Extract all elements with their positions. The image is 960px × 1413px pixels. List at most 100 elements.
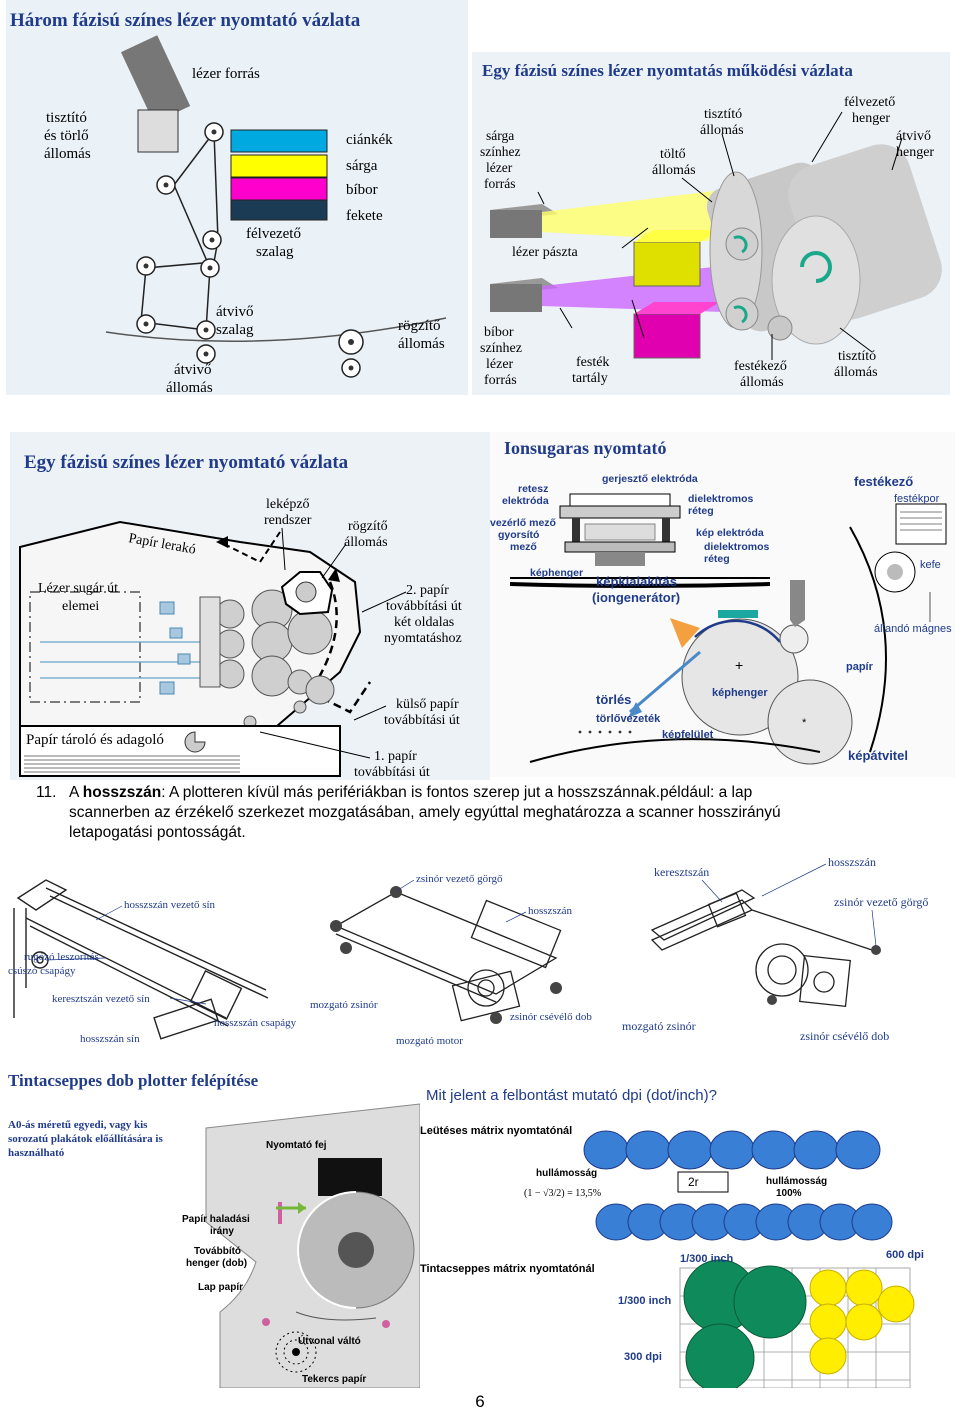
label-cyan: ciánkék [346,132,393,148]
label-600dpi: 600 dpi [886,1249,924,1261]
paragraph-line-3: letapogatási pontosságát. [69,824,246,841]
svg-text:henger: henger [896,145,934,160]
ion-generator [509,493,771,588]
svg-text:réteg: réteg [688,505,714,517]
svg-text:Lézer sugár út: Lézer sugár út [38,581,118,596]
label-drum-2: képhenger [712,687,768,699]
label-surface: képfelület [662,729,714,741]
yellow-beam [542,190,724,242]
label-inkjet: Tintacseppes mátrix nyomtatónál [420,1263,595,1275]
label-ripple: hullámosság [536,1168,597,1179]
svg-text:csúszó csapágy: csúszó csapágy [8,965,76,977]
svg-text:A0-ás méretű egyedi, vagy kis: A0-ás méretű egyedi, vagy kis [8,1119,148,1131]
toner-blocks [633,230,720,359]
paragraph-line-2: scannerben az érzékelő szerkezet mozgatá… [69,804,781,821]
formula: (1 − √3/2) = 13,5% [524,1188,601,1199]
svg-text:képkialakítás: képkialakítás [596,574,677,589]
label-yellow: sárga [346,158,378,174]
svg-text:forrás: forrás [484,176,515,191]
impact-dots-row-2 [595,1203,893,1241]
figure-title: Három fázisú színes lézer nyomtató vázla… [10,10,361,31]
svg-text:lézer: lézer [486,357,514,372]
label-carriage: hosszszán [528,905,572,917]
svg-text:festékező: festékező [734,359,787,374]
svg-text:állomás: állomás [700,123,744,138]
svg-text:1. papír: 1. papír [374,749,417,764]
label-magnet: állandó mágnes [874,623,952,635]
label-motor: mozgató motor [396,1035,463,1047]
label-head: Nyomtató fej [266,1140,327,1151]
image-drum [681,618,799,736]
label-cross-rail: keresztszán vezető sín [52,993,150,1005]
svg-text:irány: irány [210,1226,234,1237]
transfer-drum [767,679,853,765]
figure-dpi: Mit jelent a felbontást mutató dpi (dot/… [420,1082,950,1388]
term-bold: hosszszán [82,784,162,801]
svg-text:állomás: állomás [740,375,784,390]
label-generator-electrode: gerjesztő elektróda [602,473,698,485]
label-cord-drum: zsinór csévélő dob [510,1011,592,1023]
label-black: fekete [346,208,383,224]
svg-text:két oldalas: két oldalas [394,615,454,630]
svg-text:réteg: réteg [704,553,730,565]
svg-text:állomás: állomás [398,336,445,352]
svg-text:állomás: állomás [834,365,878,380]
figure-single-phase-printer: Egy fázisú színes lézer nyomtató vázlata… [10,432,490,780]
svg-text:*: * [802,717,807,729]
svg-text:hullámosság: hullámosság [766,1176,827,1187]
svg-text:100%: 100% [776,1188,802,1199]
label-switch: Útvonal váltó [298,1334,361,1347]
dpi-grid [679,1259,915,1388]
svg-text:rögzítő: rögzítő [398,318,441,334]
cleaning-station [137,109,179,153]
label-cross-carriage: keresztszán [654,865,709,879]
svg-text:festék: festék [576,355,609,370]
figure-title: Mit jelent a felbontást mutató dpi (dot/… [426,1087,717,1104]
label-toner-powder: festékpor [894,493,940,505]
paragraph: 11.A hosszszán: A plotteren kívül más pe… [36,783,936,843]
svg-text:töltő: töltő [660,147,686,162]
svg-text:külső papír: külső papír [396,697,459,712]
figure-scanner-middle: zsinór vezető görgő hosszszán mozgató zs… [306,868,622,1048]
svg-text:henger (dob): henger (dob) [186,1258,247,1269]
label-erase-wire: törlővezeték [596,713,661,725]
label-image-electrode: kép elektróda [696,527,764,539]
figure-title: Egy fázisú színes lézer nyomtatás működé… [482,61,853,80]
drums [199,589,333,697]
label-roll: Tekercs papír [302,1374,366,1385]
svg-text:tartály: tartály [572,371,608,386]
label-sheet: Lap papír [198,1282,243,1293]
svg-text:állomás: állomás [166,380,213,395]
label-guide-roller: zsinór vezető görgő [834,895,928,909]
label-drive-cord: mozgató zsinór [622,1019,696,1033]
svg-text:bíbor: bíbor [484,325,514,340]
svg-text:szalag: szalag [216,322,254,338]
label-laser-source: lézer forrás [192,66,260,82]
page-number: 6 [475,1392,485,1411]
svg-text:dielektromos: dielektromos [688,493,754,505]
charger-arrow [670,618,700,648]
svg-text:állomás: állomás [344,535,388,550]
toner-stack [230,129,328,221]
svg-text:tisztító: tisztító [46,110,87,126]
svg-text:gyorsító: gyorsító [498,529,539,541]
print-head [318,1158,382,1196]
